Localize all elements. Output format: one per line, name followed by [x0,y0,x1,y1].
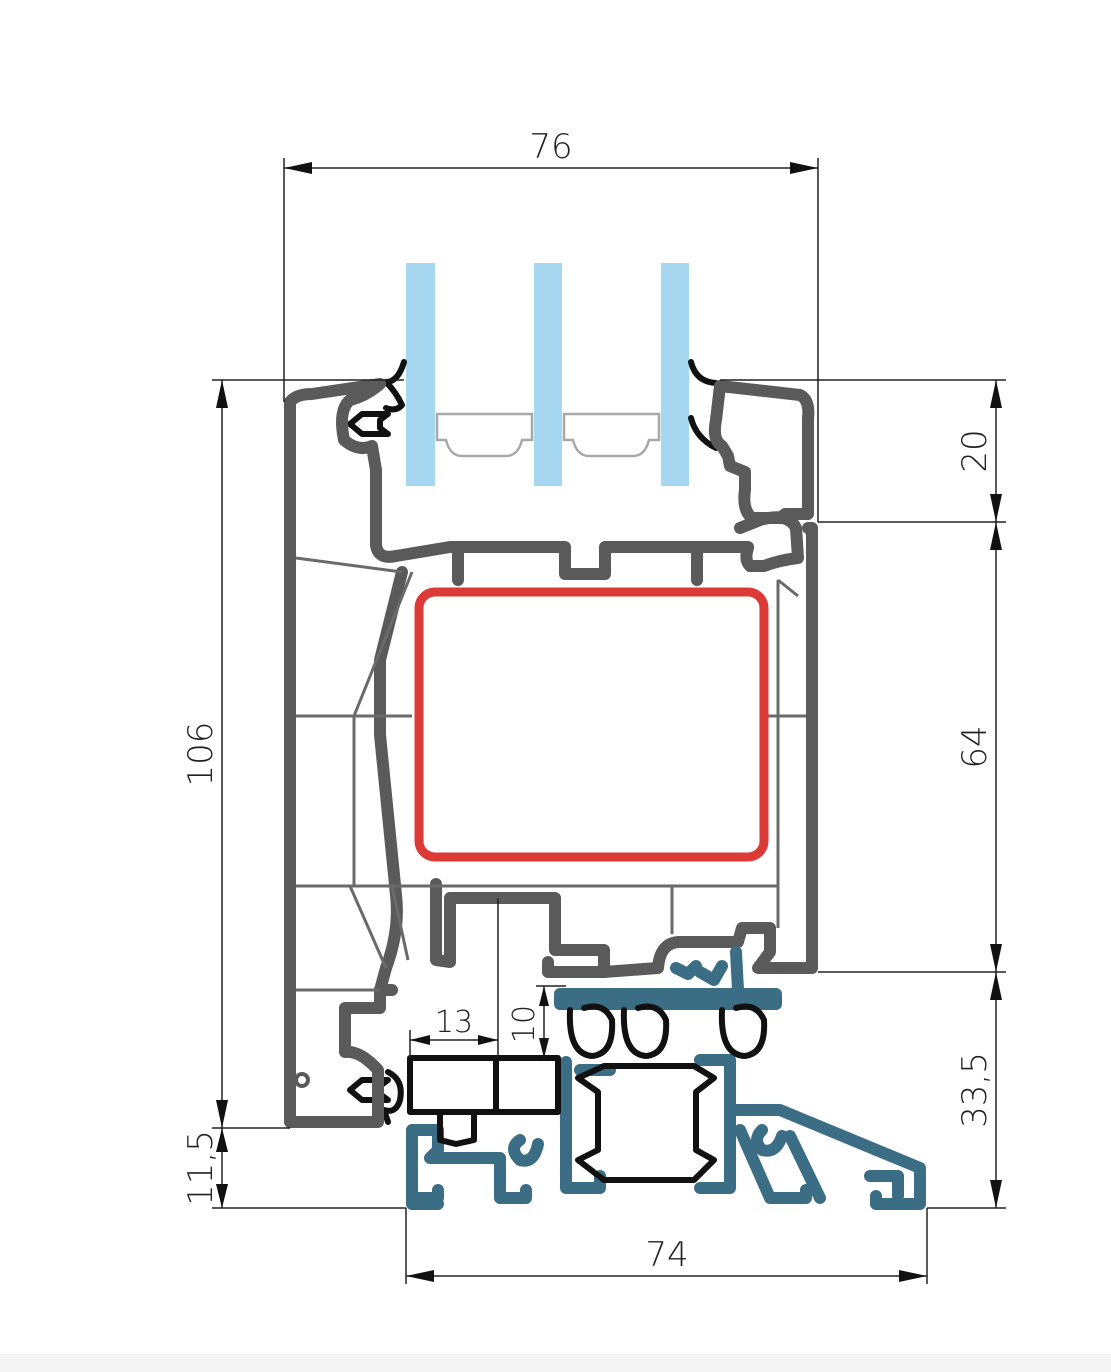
brush-seal-1 [566,1003,616,1059]
dim-11-5-label: 11,5 [181,1130,221,1206]
dim-74-arrow-left [406,1270,434,1282]
frame-right-wall [708,380,815,524]
dim-106-label: 106 [181,722,221,787]
web-line-12 [777,578,799,598]
web-line-7 [352,571,414,717]
thermal-bar [407,1055,561,1115]
brush-seal-3 [718,1003,768,1059]
dim-33-5-label: 33,5 [955,1052,995,1128]
dim-13-arrow-left [410,1035,430,1045]
frame-outer-wall [284,396,398,1128]
insulator-core [575,1063,717,1183]
dim-76-arrow-right [790,162,818,174]
frame-rib-dot [294,1072,310,1088]
seal-stop-top [347,411,391,437]
dim-20-arrow-top [990,380,1002,408]
frame-right-hook [734,511,804,572]
dim-76-arrow-left [284,162,312,174]
glass-pane-outer [406,263,435,486]
frame-right-jamb [802,522,818,974]
dim-10-arrow-bottom [539,1038,549,1058]
dim-11-5-arrow-bottom [216,1184,228,1208]
web-line-6 [348,885,388,969]
frame-top-sash [284,378,754,580]
triple-glazing [406,263,689,486]
dim-74-label: 74 [645,1235,688,1275]
brush-seal-2 [620,1003,670,1059]
threshold-top-rail [554,988,782,1010]
dim-10-arrow-top [539,986,549,1006]
steel-reinforcement [414,587,769,862]
dim-13-label: 13 [435,1005,473,1040]
dim-33-5-arrow-top [990,972,1002,1000]
dim-64-label: 64 [955,725,995,768]
seal-inner-glazing-top [688,359,719,386]
glass-spacer-1 [435,412,534,458]
page-bottom-strip [0,1354,1111,1372]
dim-106-arrow-top [216,380,228,408]
seal-sill-hook [381,1069,404,1125]
dim-74-arrow-right [899,1270,927,1282]
sash-left-inner [374,566,408,996]
threshold-clips [670,946,744,996]
seal-outer-glazing [383,359,407,413]
web-line-1 [295,556,403,574]
glass-pane-inner [661,263,689,486]
dim-33-5-arrow-bottom [990,1180,1002,1208]
dim-64-arrow-bottom [990,944,1002,972]
threshold-insulator [407,1003,768,1183]
dim-11-5-arrow-top [216,1128,228,1152]
aluminium-threshold [406,946,926,1210]
glass-spacer-2 [562,412,661,458]
seal-inner-glazing-bottom [688,415,719,451]
dimension-lines: 76 74 106 11,5 20 64 33, [181,127,1006,1284]
dim-20-arrow-bottom [990,494,1002,522]
threshold-base-left [406,1192,444,1210]
glass-pane-middle [534,263,562,486]
dim-20-label: 20 [955,429,995,472]
dim-76-label: 76 [529,127,572,167]
dim-64-arrow-top [990,522,1002,550]
threshold-hook-left [508,1134,544,1167]
dim-10-label: 10 [507,1005,542,1043]
sash-bottom-wall [430,878,814,978]
web-line-8 [390,885,410,961]
dim-106-arrow-bottom [216,1100,228,1128]
dim-13-arrow-right [478,1035,498,1045]
thermal-bar-foot [437,1109,477,1147]
threshold-hook-right [751,1124,788,1157]
pvc-frame-profile [284,378,818,1128]
